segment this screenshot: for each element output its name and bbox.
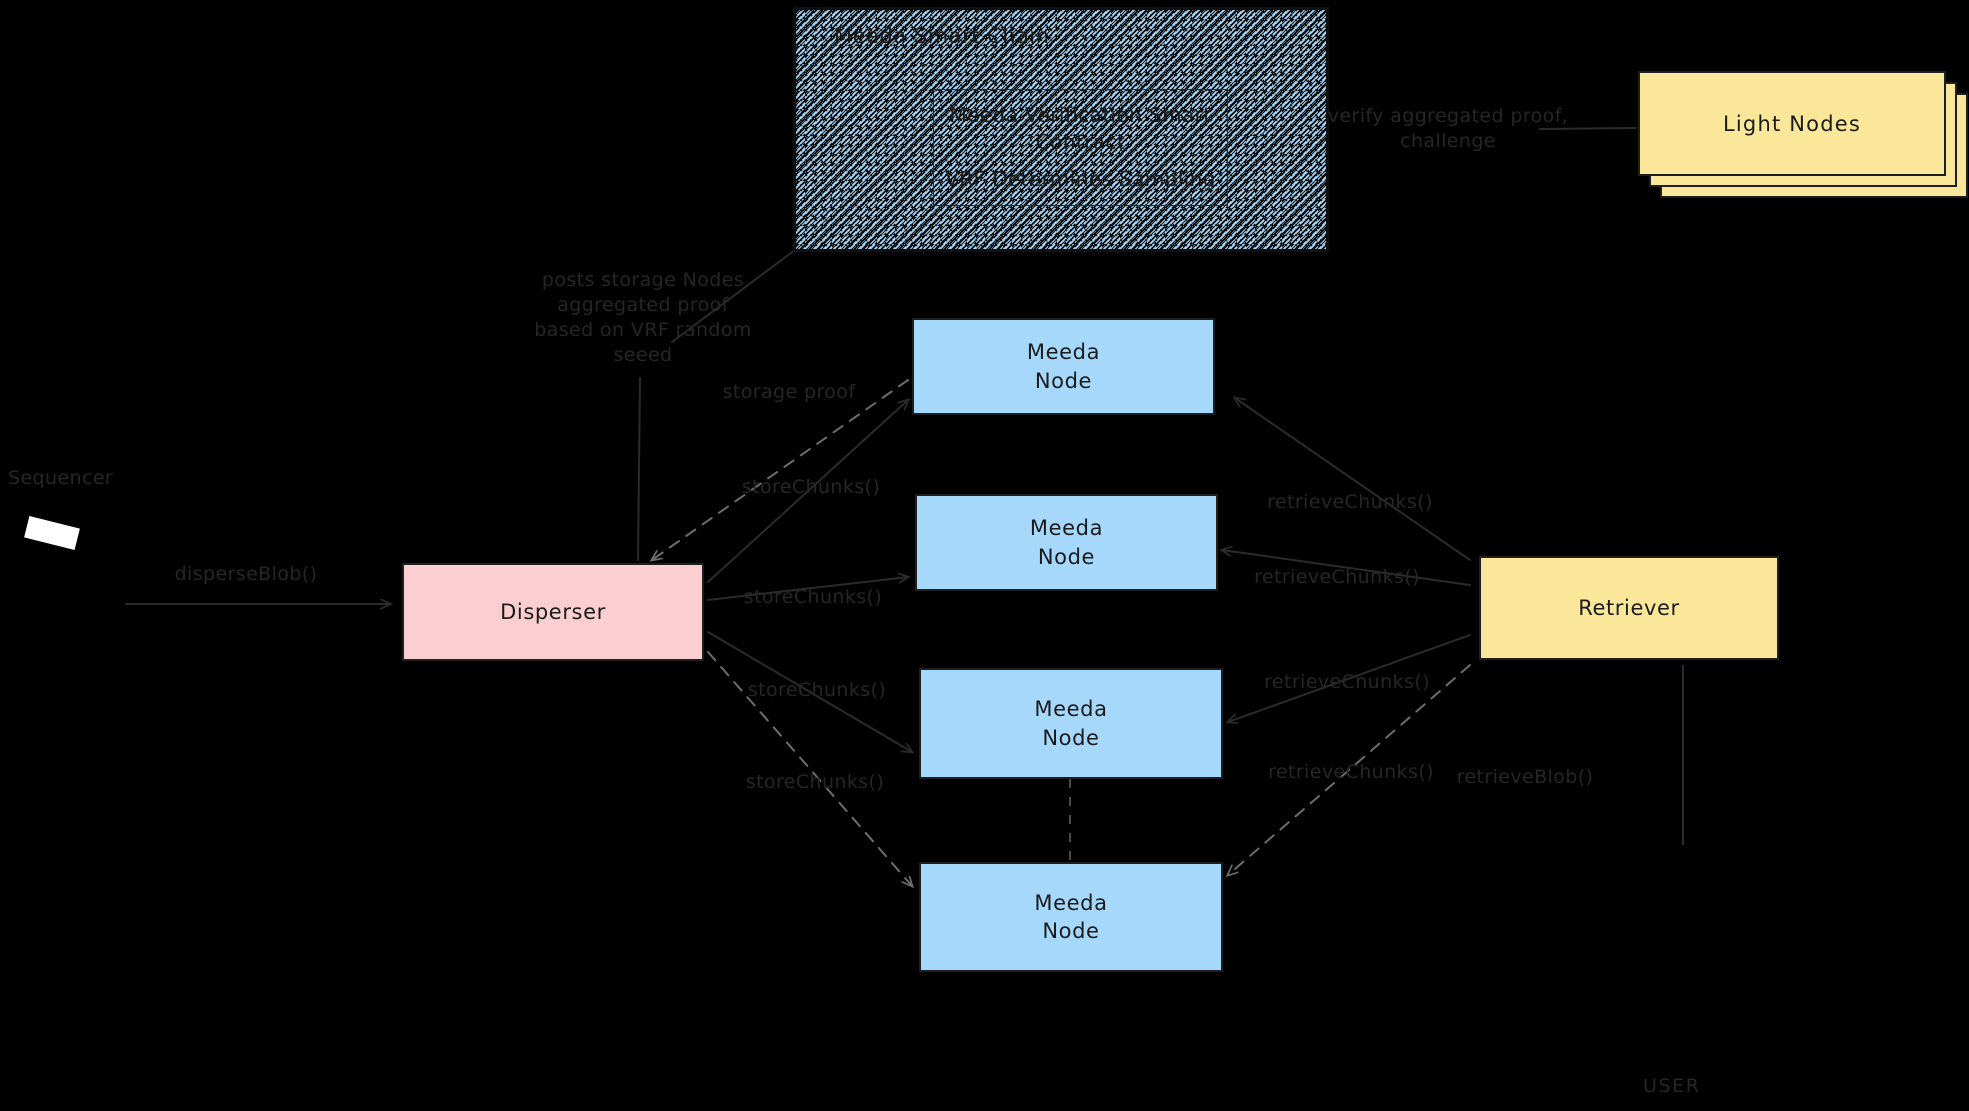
meeda-node-2-line2: Node — [1037, 544, 1096, 569]
disperser-node[interactable]: Disperser — [402, 563, 704, 661]
edge-label-retrieve-blob: retrieveBlob() — [1456, 766, 1594, 788]
disperser-label: Disperser — [500, 599, 606, 624]
edge-storage-proof — [652, 379, 909, 560]
edge-label-verify-aggregated-proof: verify aggregated proof, challenge — [1327, 105, 1569, 153]
verification-contract-box[interactable]: Meeda Verification Smart Contract VRF De… — [933, 89, 1228, 206]
retriever-label: Retriever — [1578, 595, 1680, 620]
contract-line-1: Meeda Verification Smart — [949, 103, 1212, 127]
light-nodes-card-front[interactable]: Light Nodes — [1638, 71, 1946, 176]
edge-posts-storage-to-disperser — [637, 377, 641, 561]
meeda-smart-chain-container[interactable]: Meeda Smart Chain Meeda Verification Sma… — [793, 7, 1329, 252]
edge-label-retrieve-chunks-2: retrieveChunks() — [1254, 566, 1420, 588]
light-nodes-stack[interactable]: Light Nodes — [1638, 71, 1968, 198]
meeda-node-1-line2: Node — [1034, 368, 1093, 393]
meeda-node-1-line1: Meeda — [1026, 340, 1101, 365]
retriever-node[interactable]: Retriever — [1479, 556, 1779, 660]
edge-label-retrieve-chunks-4: retrieveChunks() — [1268, 761, 1434, 783]
edge-label-posts-storage: posts storage Nodes aggregated proof bas… — [534, 269, 752, 367]
edge-label-retrieve-chunks-1: retrieveChunks() — [1267, 491, 1433, 513]
edge-retriever-node2 — [1222, 550, 1471, 586]
edge-label-store-chunks-3: storeChunks() — [747, 679, 887, 701]
meeda-node-4-line2: Node — [1042, 919, 1100, 943]
meeda-node-3-line2: Node — [1042, 725, 1100, 750]
chain-title: Meeda Smart Chain — [834, 24, 1050, 48]
edge-disperser-node3 — [707, 631, 912, 752]
edge-label-disperse-blob: disperseBlob() — [174, 563, 318, 585]
meeda-node-2-line1: Meeda — [1029, 516, 1104, 541]
meeda-node-4-line1: Meeda — [1034, 890, 1108, 915]
edge-chain-lightnodes — [1539, 127, 1637, 130]
edge-chain-to-disperser-upper — [671, 249, 796, 343]
light-nodes-label: Light Nodes — [1722, 111, 1862, 136]
edge-retriever-node3 — [1228, 634, 1471, 722]
edge-disperser-node2 — [707, 577, 908, 601]
edge-label-store-chunks-2: storeChunks() — [743, 586, 883, 608]
edge-disperser-node4 — [707, 651, 912, 886]
edge-retriever-node1 — [1235, 398, 1471, 561]
user-label: USER — [1643, 1075, 1701, 1097]
edge-label-storage-proof: storage proof — [722, 381, 856, 403]
edge-retriever-node4 — [1228, 664, 1471, 875]
contract-line-3: VRF Determines Sampling — [945, 167, 1216, 191]
edge-label-store-chunks-4: storeChunks() — [745, 771, 885, 793]
sequencer-label: Sequencer — [8, 467, 114, 489]
contract-line-2: Contract — [1035, 130, 1126, 154]
edge-label-store-chunks-1: storeChunks() — [741, 476, 881, 498]
edge-label-retrieve-chunks-3: retrieveChunks() — [1264, 671, 1430, 693]
meeda-node-3-line1: Meeda — [1034, 697, 1108, 722]
edge-disperser-node1 — [707, 400, 908, 583]
